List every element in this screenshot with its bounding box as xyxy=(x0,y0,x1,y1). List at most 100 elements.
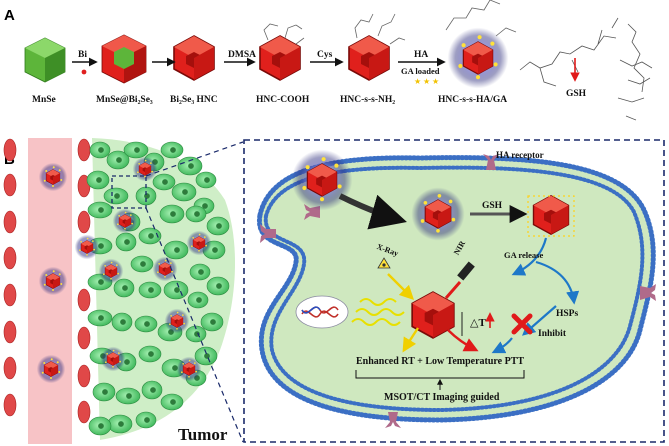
rt-arrow xyxy=(402,327,419,353)
cell-nucleus xyxy=(212,247,218,253)
cell-nucleus xyxy=(148,351,154,357)
cell-nucleus xyxy=(188,163,194,169)
cell-nucleus xyxy=(102,389,108,395)
cell-nucleus xyxy=(174,247,180,253)
cell-nucleus xyxy=(194,211,200,217)
nh2-ligand-icon xyxy=(354,13,406,45)
arrow-label-ha: HA xyxy=(414,50,428,60)
cell-nucleus xyxy=(162,179,168,185)
cell-nucleus xyxy=(174,287,180,293)
nanoparticle-tumor-6 xyxy=(187,231,212,256)
cell-nucleus xyxy=(116,157,122,163)
zoom-line-top xyxy=(145,141,244,177)
cell-nucleus xyxy=(204,353,210,359)
cell-nucleus xyxy=(196,297,202,303)
gsh-label-b: GSH xyxy=(482,201,503,211)
therapy-label: Enhanced RT + Low Temperature PTT xyxy=(356,356,524,367)
ha-chain-icon xyxy=(445,0,517,37)
cell-nucleus xyxy=(170,211,176,217)
mnse-bi2se3-cube-icon xyxy=(101,34,147,84)
svg-text:★: ★ xyxy=(414,77,421,86)
hsp-arrow xyxy=(535,260,580,305)
tumor-label: Tumor xyxy=(178,425,228,444)
nanoparticle-tumor-8 xyxy=(101,347,126,372)
imaging-label: MSOT/CT Imaging guided xyxy=(384,392,500,403)
ga-loaded-label: GA loaded xyxy=(401,66,440,76)
step-label-mnse-bi2se3: MnSe@Bi₂Se₃ xyxy=(96,95,153,105)
uptake-arrow xyxy=(338,193,407,230)
step-label-hnc-nh2: HNC-s-s-NH₂ xyxy=(340,95,395,105)
cell-nucleus xyxy=(204,177,210,183)
cell-nucleus xyxy=(170,399,176,405)
dna-damage-waves-icon xyxy=(351,298,405,326)
cell-nucleus xyxy=(150,387,156,393)
therapy-bracket xyxy=(355,370,525,379)
cell-membrane xyxy=(257,155,656,423)
dna-helix-blue xyxy=(301,306,321,314)
nanoparticle-internalized xyxy=(411,187,464,240)
hnc-cube-icon xyxy=(173,35,215,81)
step-label-hnc: Bi₂Se₃ HNC xyxy=(170,95,218,105)
cell-nucleus xyxy=(118,421,124,427)
cell-nucleus xyxy=(148,233,154,239)
cooh-ligand-icon xyxy=(263,23,305,45)
nanoparticle-vessel-3 xyxy=(37,355,66,384)
nanoparticle-tumor-2 xyxy=(99,259,124,284)
nanoparticle-tumor-4 xyxy=(133,157,158,182)
cell-nucleus xyxy=(98,147,104,153)
ga-stars-icon: ★★★ xyxy=(414,77,439,86)
svg-text:★: ★ xyxy=(423,77,430,86)
hnc-nh2-cube-icon xyxy=(348,35,390,81)
cell-nucleus xyxy=(216,283,222,289)
red-blood-cells xyxy=(3,138,91,424)
nanoparticle-tumor-9 xyxy=(177,357,202,382)
inhibit-arrow xyxy=(491,337,513,354)
cell-nucleus xyxy=(148,287,154,293)
bi-dot-icon xyxy=(81,69,87,75)
xray-icon xyxy=(377,257,391,269)
step-label-hnc-cooh: HNC-COOH xyxy=(256,95,310,105)
arrow-label-cys: Cys xyxy=(317,50,333,60)
cell-nucleus xyxy=(170,147,176,153)
xray-beam xyxy=(387,273,415,301)
ha-molecule-icon xyxy=(519,17,645,93)
nir-laser-icon xyxy=(457,261,475,281)
cell-nucleus xyxy=(114,193,120,199)
zoom-line-bottom xyxy=(145,207,244,443)
mnse-cube-icon xyxy=(24,37,66,83)
nanoparticle-tumor-5 xyxy=(153,257,178,282)
cell-nucleus xyxy=(98,279,104,285)
ha-sugar-icon xyxy=(617,59,653,121)
nanoparticle-degraded xyxy=(527,194,575,237)
cell-nucleus xyxy=(202,203,208,209)
cell-nucleus xyxy=(134,147,140,153)
nanoparticle-tumor-7 xyxy=(165,309,190,334)
arrow-label-dmsa: DMSA xyxy=(228,50,256,60)
cell-nucleus xyxy=(144,193,150,199)
cell-nucleus xyxy=(122,285,128,291)
svg-text:★: ★ xyxy=(432,77,439,86)
nir-beam xyxy=(444,281,462,299)
step-label-hnc-ha-ga: HNC-s-s-HA/GA xyxy=(438,95,507,105)
cell-nucleus xyxy=(198,269,204,275)
nanoparticle-vessel-1 xyxy=(39,163,68,192)
cell-nucleus xyxy=(98,423,104,429)
nanoparticle-vessel-2 xyxy=(39,267,68,296)
delta-t-label: △T xyxy=(470,317,486,329)
zoom-box xyxy=(111,175,147,209)
ga-release-label: GA release xyxy=(504,250,543,260)
hnc-ha-ga-nanoparticle-icon xyxy=(448,28,509,89)
panel-a-label: A xyxy=(4,7,15,24)
cell-nucleus xyxy=(216,223,222,229)
cell-nucleus xyxy=(124,239,130,245)
cell-nucleus xyxy=(140,261,146,267)
ptt-arrow xyxy=(447,329,479,352)
cell-nucleus xyxy=(126,393,132,399)
cell-membrane-inner xyxy=(263,165,645,413)
cell-nucleus xyxy=(98,315,104,321)
nanoparticle-tumor-3 xyxy=(113,209,138,234)
hnc-cooh-cube-icon xyxy=(259,35,301,81)
step-label-mnse: MnSe xyxy=(32,95,56,105)
ga-release-arrow xyxy=(511,237,548,276)
